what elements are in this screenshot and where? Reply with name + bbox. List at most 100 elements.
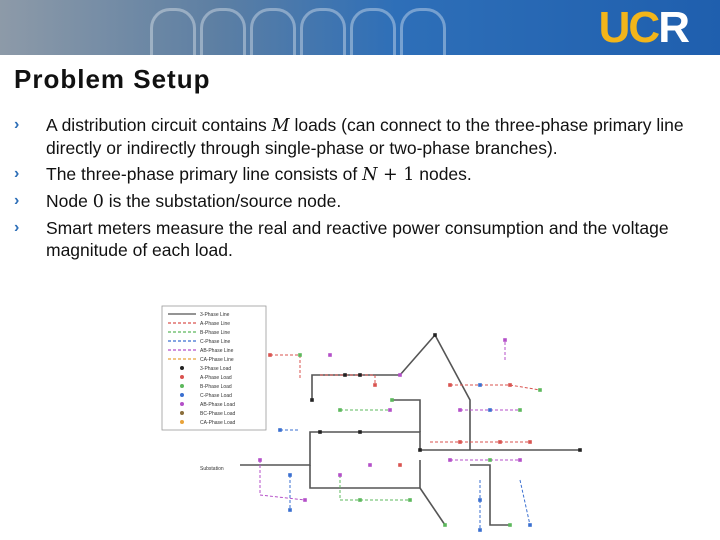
load-marker bbox=[518, 458, 522, 462]
chevron-right-icon: › bbox=[14, 219, 20, 236]
bullet-item: › A distribution circuit contains M load… bbox=[14, 114, 704, 159]
legend-label: CA-Phase Line bbox=[200, 357, 234, 363]
header-banner: UCR bbox=[0, 0, 720, 55]
load-marker bbox=[368, 463, 372, 467]
arch-decoration bbox=[400, 8, 446, 55]
legend-marker-swatch bbox=[180, 375, 184, 379]
load-marker bbox=[488, 458, 492, 462]
bullet-text: A distribution circuit contains bbox=[46, 115, 272, 135]
bullet-item: › Smart meters measure the real and reac… bbox=[14, 217, 704, 261]
bullet-text: Smart meters measure the real and reacti… bbox=[46, 218, 669, 260]
load-marker bbox=[498, 440, 502, 444]
load-marker bbox=[338, 408, 342, 412]
load-marker bbox=[338, 473, 342, 477]
legend-marker-swatch bbox=[180, 384, 184, 388]
arch-decoration bbox=[250, 8, 296, 55]
legend-marker-swatch bbox=[180, 420, 184, 424]
load-marker bbox=[458, 440, 462, 444]
legend-label: 3-Phase Load bbox=[200, 366, 231, 372]
slide-title: Problem Setup bbox=[14, 64, 211, 94]
substation-label: Substation bbox=[200, 466, 224, 472]
legend-marker-swatch bbox=[180, 366, 184, 370]
legend-label: A-Phase Line bbox=[200, 321, 230, 327]
load-marker bbox=[358, 373, 362, 377]
load-marker bbox=[388, 408, 392, 412]
load-marker bbox=[458, 408, 462, 412]
load-marker bbox=[398, 463, 402, 467]
load-marker bbox=[288, 508, 292, 512]
load-marker bbox=[538, 388, 542, 392]
bullet-text: nodes. bbox=[414, 164, 472, 184]
legend-label: CA-Phase Load bbox=[200, 420, 236, 426]
load-marker bbox=[478, 383, 482, 387]
ucr-logo: UCR bbox=[598, 3, 690, 52]
legend-box bbox=[161, 305, 267, 431]
load-marker bbox=[373, 383, 377, 387]
bullet-text: loads (can connect to the three-phase pr… bbox=[46, 115, 684, 158]
chevron-right-icon: › bbox=[14, 116, 20, 133]
load-marker bbox=[518, 408, 522, 412]
legend-label: 3-Phase Line bbox=[200, 312, 230, 318]
load-marker bbox=[578, 448, 582, 452]
load-marker bbox=[448, 458, 452, 462]
bullet-text: Node bbox=[46, 191, 93, 211]
legend-marker-swatch bbox=[180, 393, 184, 397]
legend-marker-swatch bbox=[180, 411, 184, 415]
legend-label: C-Phase Line bbox=[200, 339, 231, 345]
load-marker bbox=[478, 528, 482, 532]
legend-label: BC-Phase Load bbox=[200, 411, 236, 417]
legend-label: B-Phase Load bbox=[200, 384, 232, 390]
load-marker bbox=[508, 383, 512, 387]
load-marker bbox=[358, 498, 362, 502]
bullet-item: › Node 0 is the substation/source node. bbox=[14, 190, 704, 213]
bullet-text: The three-phase primary line consists of bbox=[46, 164, 363, 184]
math-symbol: + 1 bbox=[377, 165, 415, 185]
load-marker bbox=[258, 458, 262, 462]
load-marker bbox=[443, 523, 447, 527]
math-symbol: M bbox=[271, 116, 290, 136]
load-marker bbox=[310, 398, 314, 402]
legend-label: C-Phase Load bbox=[200, 393, 232, 399]
arch-decoration bbox=[200, 8, 246, 55]
bullet-list: › A distribution circuit contains M load… bbox=[14, 114, 704, 265]
load-marker bbox=[343, 373, 347, 377]
math-symbol: 0 bbox=[92, 192, 104, 212]
load-marker bbox=[528, 440, 532, 444]
load-marker bbox=[358, 430, 362, 434]
arch-decoration bbox=[300, 8, 346, 55]
legend-marker-swatch bbox=[180, 402, 184, 406]
load-marker bbox=[448, 383, 452, 387]
load-marker bbox=[303, 498, 307, 502]
legend-label: A-Phase Load bbox=[200, 375, 232, 381]
legend-label: AB-Phase Line bbox=[200, 348, 234, 354]
legend-label: B-Phase Line bbox=[200, 330, 230, 336]
load-marker bbox=[433, 333, 437, 337]
load-marker bbox=[418, 448, 422, 452]
chevron-right-icon: › bbox=[14, 165, 20, 182]
legend-label: AB-Phase Load bbox=[200, 402, 235, 408]
load-marker bbox=[478, 498, 482, 502]
load-marker bbox=[278, 428, 282, 432]
load-marker bbox=[408, 498, 412, 502]
lateral-lines bbox=[259, 340, 541, 530]
load-marker bbox=[328, 353, 332, 357]
load-marker bbox=[268, 353, 272, 357]
load-markers bbox=[258, 333, 582, 532]
bullet-text: is the substation/source node. bbox=[103, 191, 342, 211]
bullet-item: › The three-phase primary line consists … bbox=[14, 163, 704, 186]
load-marker bbox=[298, 353, 302, 357]
load-marker bbox=[503, 338, 507, 342]
math-symbol: N bbox=[362, 165, 378, 185]
load-marker bbox=[508, 523, 512, 527]
arch-decoration bbox=[350, 8, 396, 55]
load-marker bbox=[528, 523, 532, 527]
chevron-right-icon: › bbox=[14, 192, 20, 209]
load-marker bbox=[390, 398, 394, 402]
load-marker bbox=[398, 373, 402, 377]
load-marker bbox=[318, 430, 322, 434]
arch-decoration bbox=[150, 8, 196, 55]
load-marker bbox=[488, 408, 492, 412]
load-marker bbox=[288, 473, 292, 477]
